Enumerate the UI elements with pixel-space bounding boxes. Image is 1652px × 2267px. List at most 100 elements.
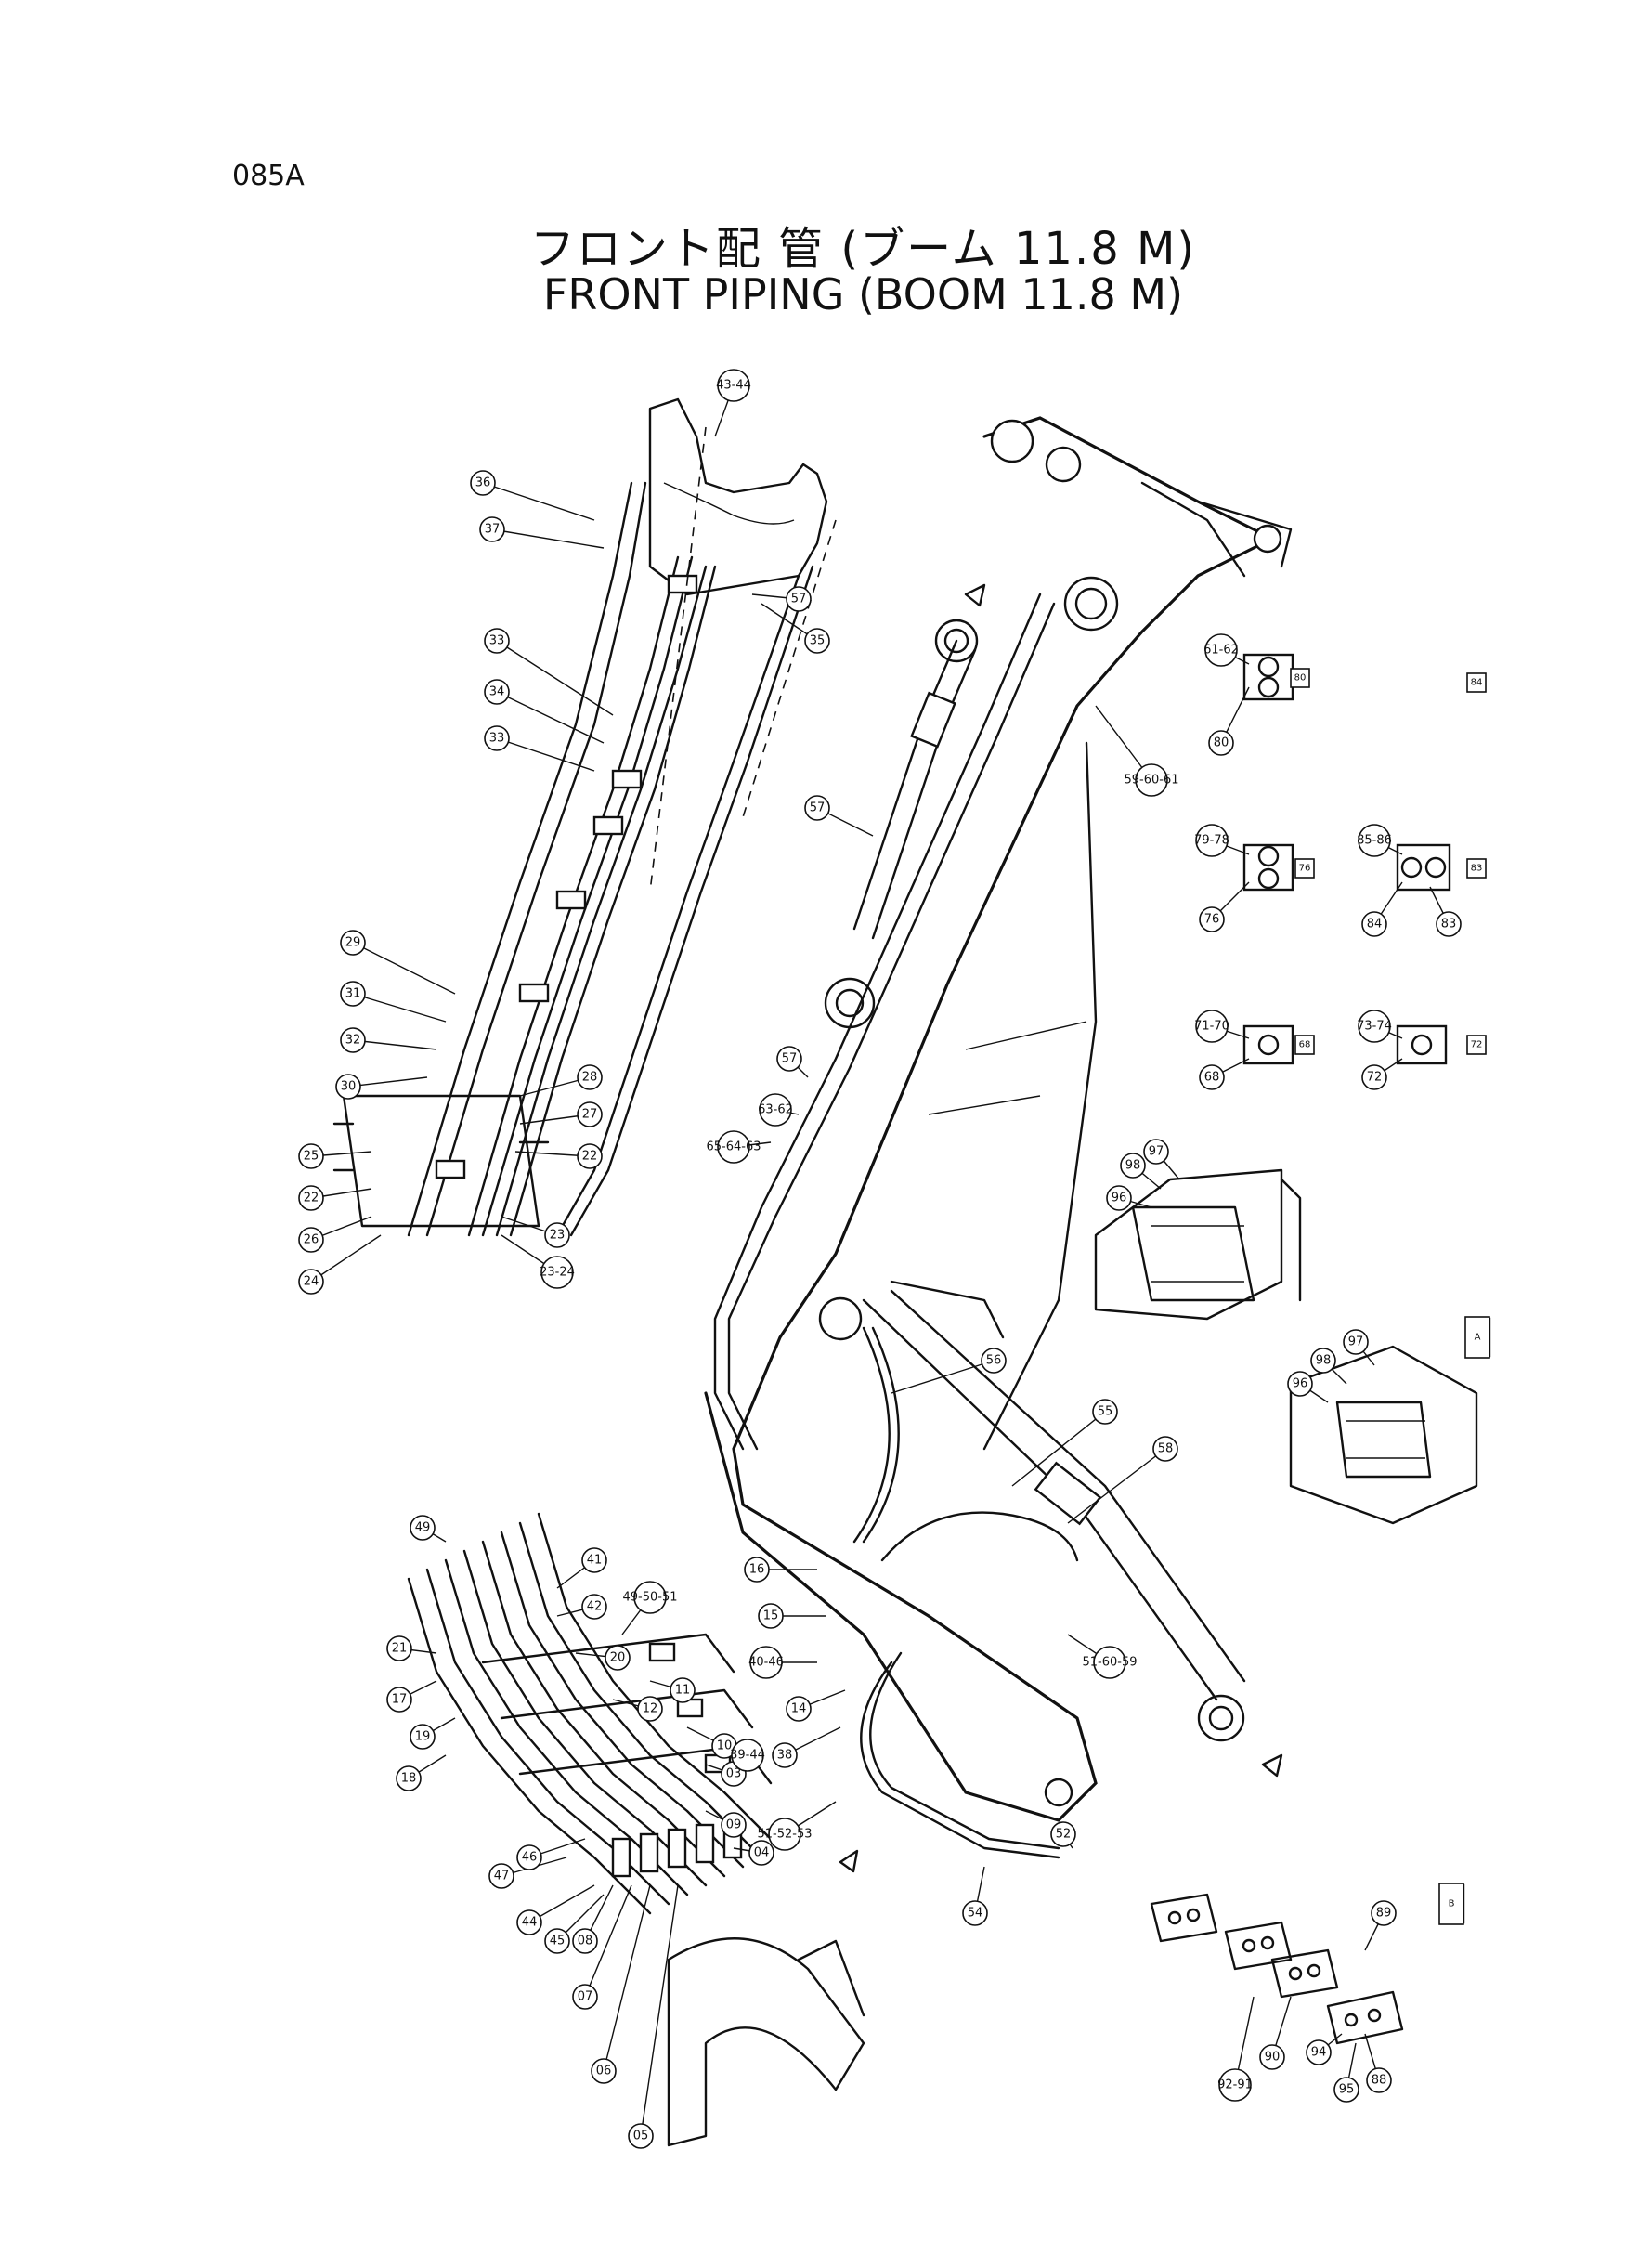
- callout-label: 52: [1056, 1828, 1072, 1842]
- callout-label: 19: [415, 1730, 431, 1744]
- callout-c7978: 79-78: [1194, 824, 1229, 857]
- clamp-tag-t83: 83: [1466, 858, 1487, 879]
- callout-label: 34: [489, 685, 505, 699]
- callout-c29: 29: [340, 930, 366, 956]
- callout-c58: 58: [1152, 1436, 1178, 1462]
- callout-c4950: 49-50-51: [622, 1581, 678, 1614]
- callout-c22b: 22: [577, 1143, 603, 1169]
- callout-circle: [1152, 1436, 1178, 1462]
- callout-c31: 31: [340, 981, 366, 1007]
- callout-c16: 16: [744, 1557, 770, 1583]
- callout-c41: 41: [581, 1547, 607, 1573]
- callout-circle: [717, 369, 750, 402]
- callout-circle: [1259, 2044, 1285, 2070]
- callout-c36: 36: [470, 470, 496, 496]
- title-english: FRONT PIPING (BOOM 11.8 M): [542, 269, 1184, 319]
- clamp-tag-label: 83: [1471, 864, 1483, 874]
- callout-c49: 49: [410, 1515, 436, 1541]
- callout-label: 79-78: [1194, 834, 1229, 848]
- callout-circle: [1199, 1064, 1225, 1090]
- leader-c33b: [496, 737, 595, 772]
- callout-label: 47: [494, 1870, 510, 1883]
- callout-label: 61-62: [1203, 644, 1239, 658]
- callout-c95: 95: [1333, 2077, 1359, 2103]
- callout-label: 63-62: [758, 1103, 793, 1117]
- callout-c57: 57: [804, 795, 830, 821]
- callout-label: 68: [1204, 1071, 1220, 1085]
- title-japanese: フロント配 管 (ブーム 11.8 M): [529, 223, 1197, 275]
- callout-c96b: 96: [1287, 1371, 1313, 1397]
- clamp-tag-box: [1466, 672, 1487, 693]
- callout-c4344: 43-44: [716, 369, 751, 402]
- callout-c52: 52: [1050, 1821, 1076, 1847]
- callout-label: 10: [717, 1739, 733, 1753]
- callout-c46: 46: [516, 1844, 542, 1870]
- callout-c57top: 57: [786, 586, 812, 612]
- callout-c83: 83: [1436, 911, 1462, 937]
- callout-circle: [484, 679, 510, 705]
- clamp-tag-label: 72: [1471, 1040, 1483, 1050]
- leader-c56: [891, 1360, 995, 1394]
- callout-label: 16: [749, 1563, 765, 1577]
- callout-c18: 18: [396, 1765, 422, 1791]
- callout-c33: 33: [484, 628, 510, 654]
- leader-c36: [482, 482, 595, 521]
- callout-c8586: 85-86: [1357, 824, 1392, 857]
- callout-circle: [516, 1844, 542, 1870]
- callout-circle: [479, 516, 505, 542]
- callout-label: 51-52-53: [757, 1828, 812, 1842]
- leader-c24: [310, 1234, 382, 1283]
- callout-circle: [1092, 1399, 1118, 1425]
- callout-c21: 21: [386, 1635, 412, 1661]
- page-code: 085A: [232, 160, 305, 192]
- callout-circle: [1287, 1371, 1313, 1397]
- callout-label: 59-60-61: [1124, 774, 1178, 788]
- callout-c27: 27: [577, 1101, 603, 1127]
- view-label-b: B: [1438, 1883, 1464, 1925]
- callout-label: 09: [726, 1818, 742, 1832]
- callout-circle: [298, 1269, 324, 1295]
- callout-c37: 37: [479, 516, 505, 542]
- callout-label: 05: [633, 2130, 649, 2143]
- callout-c24: 24: [298, 1269, 324, 1295]
- callout-label: 96: [1112, 1192, 1127, 1205]
- callout-c88: 88: [1366, 2067, 1392, 2093]
- callout-c23: 23: [544, 1222, 570, 1248]
- callout-label: 57: [810, 801, 826, 815]
- callout-label: 71-70: [1194, 1020, 1229, 1034]
- callout-c57b: 57: [776, 1046, 802, 1072]
- callout-label: 31: [345, 987, 361, 1001]
- callout-c94: 94: [1306, 2039, 1332, 2065]
- callout-circle: [1204, 633, 1238, 667]
- clamp-tag-box: [1466, 1035, 1487, 1055]
- callout-c7374: 73-74: [1357, 1010, 1392, 1043]
- svg-text:B: B: [1449, 1899, 1455, 1909]
- callout-label: 23: [550, 1229, 566, 1243]
- leader-c55: [1011, 1411, 1106, 1487]
- callout-label: 49: [415, 1521, 431, 1535]
- callout-c6263: 63-62: [758, 1093, 793, 1127]
- callout-circle: [717, 1130, 750, 1164]
- callout-c35: 35: [804, 628, 830, 654]
- callout-c4046: 40-46: [748, 1646, 784, 1679]
- clamp-tag-box: [1290, 668, 1310, 688]
- clamp-tag-t76: 76: [1294, 858, 1315, 879]
- callout-circle: [470, 470, 496, 496]
- callout-c76: 76: [1199, 906, 1225, 932]
- callout-balloons: 363743-445735333433293132302827222522262…: [298, 369, 1462, 2149]
- callout-circle: [759, 1093, 792, 1127]
- callout-c44: 44: [516, 1909, 542, 1935]
- callout-label: 26: [304, 1233, 319, 1247]
- callout-label: 38: [777, 1749, 793, 1763]
- svg-text:A: A: [1475, 1333, 1481, 1343]
- callout-circle: [386, 1687, 412, 1713]
- callout-c89: 89: [1371, 1900, 1397, 1926]
- callout-label: 25: [304, 1150, 319, 1164]
- callout-label: 72: [1367, 1071, 1383, 1085]
- callout-circle: [298, 1143, 324, 1169]
- clamp-tag-label: 80: [1294, 673, 1307, 684]
- callout-circle: [298, 1185, 324, 1211]
- leader-c37: [491, 528, 605, 549]
- callout-label: 20: [610, 1651, 626, 1665]
- callout-c84: 84: [1361, 911, 1387, 937]
